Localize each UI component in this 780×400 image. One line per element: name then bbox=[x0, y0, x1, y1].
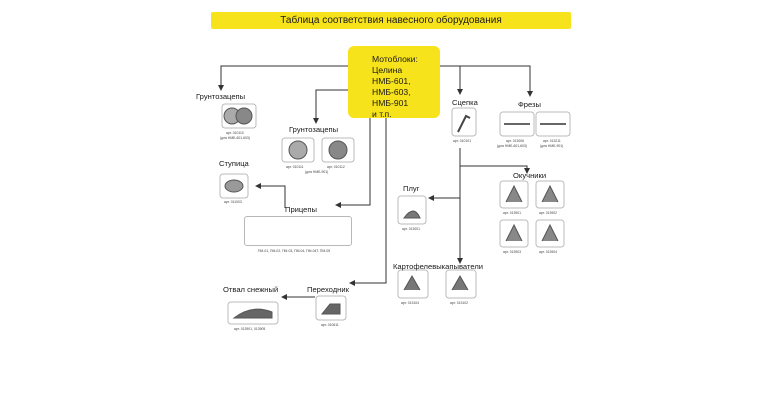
frezy-icons bbox=[499, 111, 571, 137]
art-okuchniki-1: арт. 013901 bbox=[503, 211, 522, 215]
edge-hub-okuchniki bbox=[460, 165, 530, 174]
art-scepka: арт. 010101 bbox=[453, 139, 472, 143]
label-okuchniki: Окучники bbox=[513, 171, 547, 180]
kartofel-icons bbox=[397, 269, 477, 299]
note-frezy-a: (для НМБ-601,603) bbox=[497, 144, 527, 148]
edge-pricepy-stupica bbox=[255, 183, 286, 208]
center-line: НМБ-603, bbox=[372, 87, 411, 97]
diagram-title: Таблица соответствия навесного оборудова… bbox=[211, 12, 571, 29]
label-frezy: Фрезы bbox=[518, 100, 541, 109]
label-stupica: Ступица bbox=[219, 159, 249, 168]
center-heading: Мотоблоки: bbox=[372, 54, 418, 64]
art-perehodnik: арт. 010611 bbox=[321, 323, 339, 327]
edge-to-perehodnik bbox=[349, 118, 387, 286]
center-line: Целина НМБ-601, bbox=[372, 65, 411, 86]
scepka-icon bbox=[451, 107, 477, 137]
otval-icon bbox=[227, 301, 279, 325]
label-kartofel: Картофелевыкапыватели bbox=[393, 262, 484, 271]
gruntozacepy2-icons bbox=[281, 137, 355, 163]
note-gruntozacepy2: (для НМБ-901) bbox=[305, 170, 329, 174]
art-plug: арт. 013001 bbox=[402, 227, 421, 231]
art-stupica: арт. 011003 bbox=[224, 200, 242, 204]
note-gruntozacepy1: (для НМБ-601,603) bbox=[220, 136, 250, 140]
label-gruntozacepy2: Грунтозацепы bbox=[289, 125, 339, 134]
stupica-icon bbox=[219, 173, 249, 199]
center-node bbox=[348, 46, 440, 118]
label-gruntozacepy1: Грунтозацепы bbox=[196, 92, 246, 101]
art-pricepy: ПМ-01, ПМ-02, ПМ-03, ПМ-04, ПМ-04Т, ПМ-0… bbox=[258, 249, 331, 253]
art-kartofel-a: арт. 013104 bbox=[401, 301, 420, 305]
art-gruntozacepy2-b: арт. 010112 bbox=[327, 165, 345, 169]
art-kartofel-b: арт. 013102 bbox=[450, 301, 469, 305]
art-frezy-b: арт. 013211 bbox=[543, 139, 561, 143]
label-plug: Плуг bbox=[403, 184, 420, 193]
art-okuchniki-2: арт. 013902 bbox=[539, 211, 558, 215]
art-gruntozacepy1: арт. 010110 bbox=[226, 131, 244, 135]
label-perehodnik: Переходник bbox=[307, 285, 349, 294]
okuchniki-icons bbox=[499, 180, 565, 248]
art-otval: арт. 013901, 013905 bbox=[234, 327, 266, 331]
center-line: НМБ-901 bbox=[372, 98, 409, 108]
pricepy-group bbox=[244, 216, 352, 246]
plug-icon bbox=[397, 195, 427, 225]
label-otval: Отвал снежный bbox=[223, 285, 279, 294]
note-frezy-b: (для НМБ-901) bbox=[540, 144, 564, 148]
perehodnik-icon bbox=[315, 295, 347, 321]
art-okuchniki-4: арт. 013904 bbox=[539, 250, 558, 254]
art-frezy-a: арт. 013006 bbox=[506, 139, 525, 143]
label-scepka: Сцепка bbox=[452, 98, 478, 107]
edge-to-pricepy bbox=[335, 118, 371, 208]
edge-to-gruntozacepy2 bbox=[313, 89, 348, 124]
center-line: и т.п. bbox=[372, 109, 392, 119]
edge-to-scepka bbox=[440, 65, 463, 95]
art-okuchniki-3: арт. 013903 bbox=[503, 250, 522, 254]
center-text: Мотоблоки: Целина НМБ-601, НМБ-603, НМБ-… bbox=[372, 54, 442, 120]
art-gruntozacepy2-a: арт. 010111 bbox=[286, 165, 304, 169]
edge-to-gruntozacepy1 bbox=[218, 65, 348, 91]
label-pricepy: Прицепы bbox=[285, 205, 317, 214]
edge-to-frezy bbox=[440, 65, 533, 97]
gruntozacepy1-icon bbox=[221, 103, 257, 129]
